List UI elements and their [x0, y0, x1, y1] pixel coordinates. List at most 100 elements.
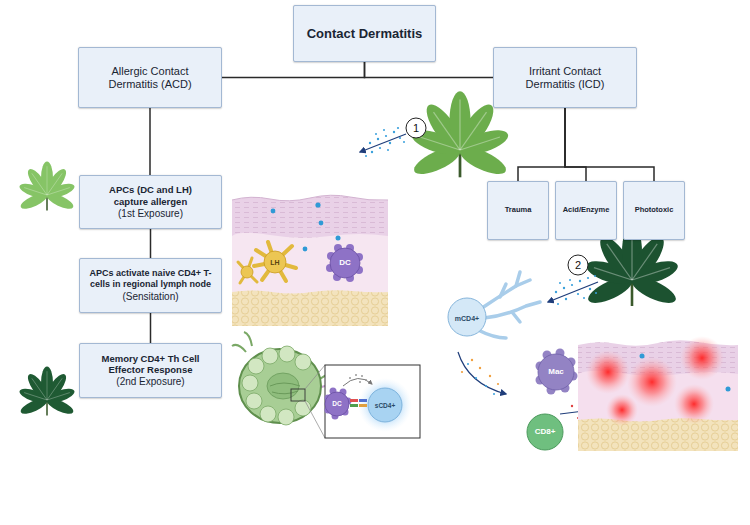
langerhans-cell-part	[238, 258, 257, 283]
lymph-node-part	[242, 346, 311, 425]
node-title: APCs activate naive CD4+ T-cells in regi…	[88, 268, 213, 289]
allergen-spray-part-part	[389, 142, 391, 144]
allergen-spray-part-part	[403, 141, 405, 143]
leaf-icon-part	[18, 161, 76, 211]
process-box: Memory CD4+ Th Cell Effector Response(2n…	[79, 343, 222, 398]
allergen-spray-part-part	[577, 293, 579, 295]
lymph-node-part	[267, 373, 299, 399]
node-subtitle: (2nd Exposure)	[116, 376, 184, 388]
zoom-inset-part	[350, 404, 358, 407]
connector-line	[565, 108, 654, 181]
category-box: Irritant Contact Dermatitis (ICD)	[493, 47, 637, 108]
zoom-inset-part	[350, 399, 358, 402]
cytokine-arrow-part-part	[461, 371, 463, 373]
lymph-node-part-part	[242, 375, 258, 391]
lymph-node-part	[244, 332, 252, 346]
inflamed-skin-part-part	[640, 354, 645, 359]
dendritic-cell-part	[330, 248, 360, 278]
inflamed-skin	[578, 336, 738, 451]
type-box: Phototoxic	[623, 181, 685, 240]
lymph-node-part-part	[260, 406, 276, 422]
cytokine-arrow-part-part	[493, 393, 495, 395]
memory-t-cell-part-part	[478, 330, 506, 338]
memory-t-cell-part	[448, 298, 486, 336]
allergen-spray-part-part	[379, 147, 381, 149]
inflamed-skin-part	[578, 418, 738, 451]
allergen-spray-part	[555, 275, 597, 305]
zoom-inset-part	[325, 388, 352, 420]
type-box: Acid/Enzyme	[555, 181, 617, 240]
zoom-inset-part	[358, 378, 412, 432]
node-title: Phototoxic	[635, 206, 674, 215]
category-box: Allergic Contact Dermatitis (ACD)	[78, 47, 222, 108]
cell-label: CD8+	[535, 428, 556, 436]
memory-t-cell-part-part	[484, 302, 540, 318]
node-title: Allergic Contact Dermatitis (ACD)	[105, 65, 195, 91]
cytokine-arrow-part	[467, 363, 495, 395]
effector-arrow-part-part	[571, 405, 573, 407]
langerhans-cell-part	[254, 242, 296, 281]
zoom-inset-part	[359, 399, 367, 402]
inflamed-skin-part	[578, 418, 738, 451]
skin-section-part	[232, 195, 388, 238]
memory-t-cell-part-part	[512, 312, 520, 322]
allergen-spray-part	[365, 127, 405, 157]
node-subtitle: (Sensitation)	[122, 291, 178, 303]
cell-label: mCD4+	[455, 315, 479, 322]
connector-line	[365, 62, 494, 78]
skin-section-part	[232, 290, 388, 326]
node-title: Memory CD4+ Th Cell Effector Response	[94, 353, 207, 375]
allergen-spray-part-part	[595, 292, 597, 294]
callout-circle-part	[568, 255, 588, 275]
inflamed-skin-part	[586, 350, 630, 394]
langerhans-cell-part	[264, 251, 286, 273]
memory-t-cell	[448, 272, 540, 338]
allergen-spray-part	[548, 282, 598, 302]
zoom-inset-part-part	[361, 375, 363, 377]
allergen-spray-part-part	[369, 142, 371, 144]
allergen-spray	[548, 275, 598, 305]
process-box: APCs activate naive CD4+ T-cells in regi…	[79, 258, 222, 313]
lymph-node-part-part	[278, 409, 294, 425]
zoom-inset-part	[359, 404, 367, 407]
memory-t-cell-part	[478, 272, 540, 338]
allergen-spray-part-part	[365, 155, 367, 157]
zoom-inset-part	[368, 388, 402, 422]
zoom-inset-part	[349, 374, 367, 383]
type-box: Trauma	[487, 181, 549, 240]
cytokine-arrow	[458, 352, 506, 395]
inflamed-skin-part	[627, 357, 677, 407]
skin-section-part	[232, 232, 388, 294]
allergen-spray-part-part	[571, 284, 573, 286]
inflamed-skin-part	[680, 336, 724, 380]
leaf-icon-part	[18, 366, 76, 416]
skin-section-part-part	[303, 247, 308, 252]
callout-number: 2	[575, 260, 581, 271]
zoom-inset-part	[291, 389, 305, 401]
connector-line	[518, 108, 565, 181]
lymph-node-part	[232, 345, 246, 352]
callout-circle-part	[406, 118, 426, 138]
allergen-spray-part-part	[399, 137, 401, 139]
node-title: Irritant Contact Dermatitis (ICD)	[520, 65, 610, 91]
cytokine-arrow-part-part	[497, 383, 499, 385]
zoom-inset-part	[325, 392, 349, 416]
allergen-spray-part-part	[594, 275, 596, 277]
skin-section-part-part	[319, 221, 324, 226]
allergen-spray-part-part	[385, 135, 387, 137]
allergen-spray-part-part	[371, 151, 373, 153]
allergen-spray-part-part	[563, 287, 565, 289]
skin-section-part	[232, 290, 388, 326]
cytotoxic-t-cell	[527, 414, 563, 450]
memory-t-cell-part-part	[516, 272, 520, 286]
skin-section-part-part	[271, 209, 276, 214]
dendritic-cell-part	[326, 244, 363, 282]
cytokine-arrow-part-part	[489, 375, 491, 377]
skin-section-part	[232, 195, 388, 201]
inflamed-skin-part	[640, 354, 731, 392]
macrophage	[536, 349, 578, 395]
root-box: Contact Dermatitis	[293, 5, 436, 62]
zoom-inset-part-part	[355, 374, 357, 376]
skin-section-part	[232, 195, 388, 238]
